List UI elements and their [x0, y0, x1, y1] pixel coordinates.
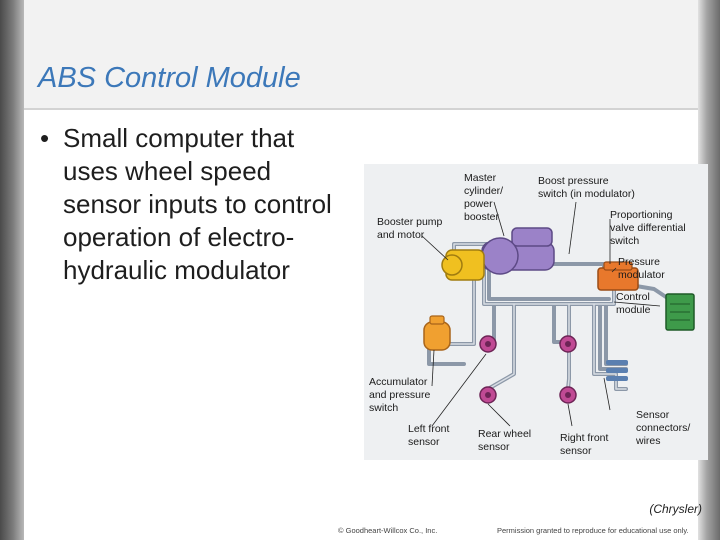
- accumulator: [423, 315, 451, 351]
- sensor-connectors: [606, 360, 628, 381]
- label-booster-pump: Booster pump and motor: [377, 216, 445, 241]
- label-rear-wheel-sensor: Rear wheel sensor: [478, 428, 534, 453]
- left-front-sensor-wheel: [479, 335, 497, 353]
- label-sensor-connectors: Sensor connectors/ wires: [635, 409, 693, 447]
- title-band: [24, 0, 698, 108]
- left-rear-sensor-wheel: [479, 386, 497, 404]
- footer-permission: Permission granted to reproduce for educ…: [497, 526, 689, 535]
- image-credit: (Chrysler): [649, 502, 702, 516]
- title-divider: [24, 108, 698, 110]
- diagram-labels: Master cylinder/ power booster Boost pre…: [369, 172, 693, 457]
- label-left-front-sensor: Left front sensor: [408, 423, 452, 448]
- bullet-list: • Small computer that uses wheel speed s…: [40, 122, 360, 287]
- label-boost-pressure-switch: Boost pressure switch (in modulator): [538, 175, 635, 200]
- tubing-highlight: [433, 233, 627, 390]
- label-master-cylinder: Master cylinder/ power booster: [464, 172, 506, 223]
- booster-pump: [441, 249, 485, 281]
- footer-copyright: © Goodheart-Willcox Co., Inc.: [338, 526, 438, 535]
- label-proportioning-valve: Proportioning valve differential switch: [610, 209, 689, 247]
- label-control-module: Control module: [616, 291, 653, 316]
- bullet-line: uses wheel speed: [63, 156, 272, 186]
- control-module: [665, 293, 695, 331]
- bullet-line: hydraulic modulator: [63, 255, 290, 285]
- abs-diagram: Master cylinder/ power booster Boost pre…: [364, 164, 708, 460]
- wheel-sensors: [479, 335, 577, 404]
- slide-left-edge: [0, 0, 24, 540]
- right-rear-sensor-wheel: [559, 386, 577, 404]
- pressure-modulator: [597, 261, 639, 291]
- bullet-symbol: •: [40, 123, 50, 153]
- bullet-item: • Small computer that uses wheel speed s…: [40, 122, 360, 287]
- label-accumulator: Accumulator and pressure switch: [369, 376, 433, 414]
- bullet-line: sensor inputs to control: [63, 189, 332, 219]
- bullet-line: Small computer that: [63, 123, 295, 153]
- right-front-sensor-wheel: [559, 335, 577, 353]
- abs-diagram-svg: Master cylinder/ power booster Boost pre…: [369, 172, 695, 457]
- leader-lines: [421, 201, 661, 427]
- label-pressure-modulator: Pressure modulator: [618, 256, 665, 281]
- label-right-front-sensor: Right front sensor: [560, 432, 611, 457]
- slide-title: ABS Control Module: [38, 62, 301, 94]
- master-cylinder: [481, 227, 555, 275]
- bullet-line: operation of electro-: [63, 222, 295, 252]
